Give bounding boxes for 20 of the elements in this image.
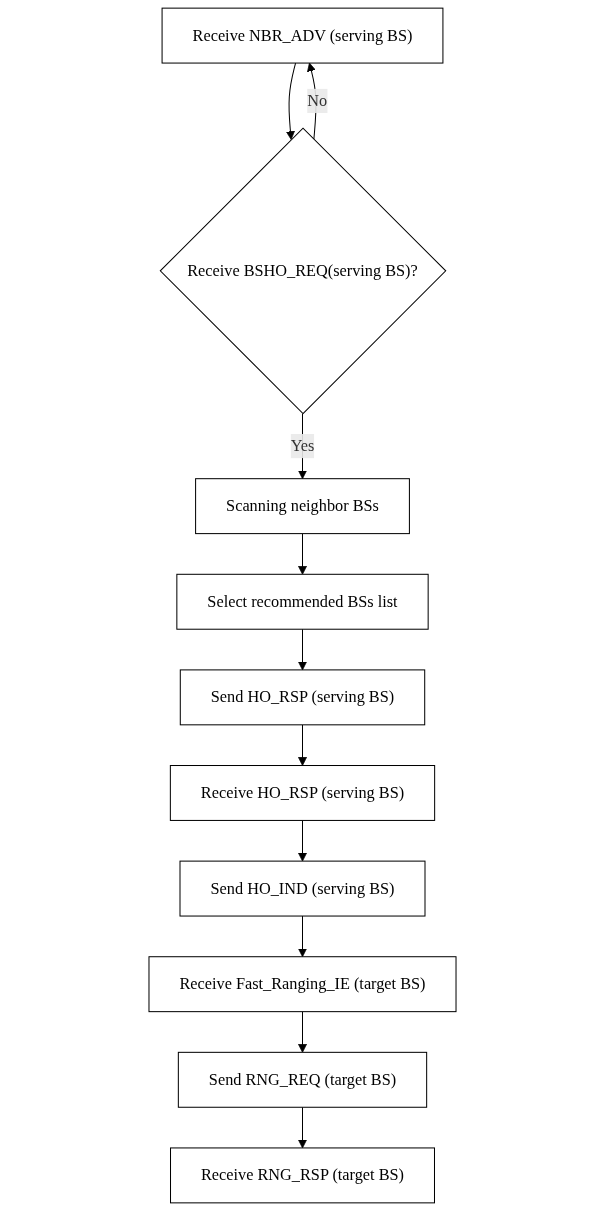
arrow bbox=[298, 915, 307, 958]
arrow bbox=[298, 819, 307, 862]
edge-label: No bbox=[307, 91, 328, 109]
node-diamond: Receive BSHO_REQ(serving BS)? bbox=[159, 127, 447, 415]
arrow bbox=[298, 533, 307, 575]
node-box: Send HO_RSP (serving BS) bbox=[179, 669, 426, 726]
node-box: Send RNG_REQ (target BS) bbox=[177, 1051, 428, 1108]
node-box: Receive Fast_Ranging_IE (target BS) bbox=[148, 956, 457, 1013]
arrow bbox=[298, 1106, 307, 1149]
arrow bbox=[298, 724, 307, 766]
node-box: Receive HO_RSP (serving BS) bbox=[169, 765, 436, 821]
node-box: Scanning neighbor BSs bbox=[195, 478, 410, 535]
arrow bbox=[298, 628, 307, 671]
node-box: Select recommended BSs list bbox=[176, 573, 429, 630]
arrow bbox=[286, 62, 297, 140]
node-box: Receive NBR_ADV (serving BS) bbox=[161, 7, 444, 64]
arrow bbox=[298, 1011, 307, 1053]
node-box: Send HO_IND (serving BS) bbox=[179, 860, 426, 917]
edge-label: Yes bbox=[290, 436, 315, 455]
node-box: Receive RNG_RSP (target BS) bbox=[170, 1147, 435, 1204]
